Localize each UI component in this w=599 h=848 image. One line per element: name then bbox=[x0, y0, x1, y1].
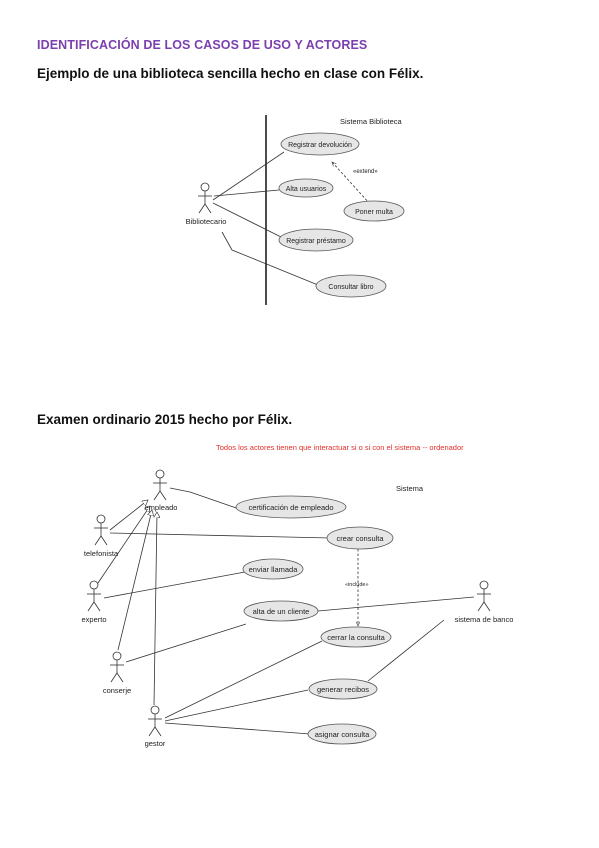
actor-label-telefonista: telefonista bbox=[84, 549, 119, 558]
generalization-arrow bbox=[153, 512, 157, 706]
actor-sistema-banco bbox=[477, 580, 491, 612]
actor-conserje bbox=[110, 651, 124, 683]
use-case-poner-multa: Poner multa bbox=[343, 200, 405, 222]
svg-text:Registrar préstamo: Registrar préstamo bbox=[286, 238, 346, 245]
generalization-arrow bbox=[117, 510, 152, 651]
use-case-consultar-libro: Consultar libro bbox=[315, 274, 387, 298]
example-1-caption: Ejemplo de una biblioteca sencilla hecho… bbox=[37, 66, 424, 81]
actor-label-bibliotecario: Bibliotecario bbox=[186, 217, 227, 226]
assoc-line bbox=[164, 689, 309, 722]
system-label-biblioteca: Sistema Biblioteca bbox=[340, 117, 403, 126]
svg-text:crear consulta: crear consulta bbox=[336, 534, 384, 543]
system-label: Sistema bbox=[396, 484, 424, 493]
use-case-certificacion-empleado: certificación de empleado bbox=[235, 495, 347, 519]
svg-text:alta de un cliente: alta de un cliente bbox=[253, 607, 310, 616]
svg-text:enviar llamada: enviar llamada bbox=[249, 565, 299, 574]
actor-label-empleado: empleado bbox=[145, 503, 178, 512]
actor-telefonista bbox=[94, 514, 108, 546]
use-case-cerrar-consulta: cerrar la consulta bbox=[320, 626, 392, 648]
assoc-line bbox=[212, 202, 282, 238]
actor-label-experto: experto bbox=[81, 615, 106, 624]
actor-empleado bbox=[153, 469, 167, 501]
assoc-line bbox=[169, 487, 243, 511]
actor-label-conserje: conserje bbox=[103, 686, 131, 695]
extend-label: «extend» bbox=[353, 169, 378, 175]
svg-text:Alta usuarios: Alta usuarios bbox=[286, 186, 327, 193]
svg-text:Consultar libro: Consultar libro bbox=[328, 284, 373, 291]
assoc-line bbox=[109, 532, 331, 539]
use-case-enviar-llamada: enviar llamada bbox=[242, 558, 304, 580]
actor-experto bbox=[87, 580, 101, 612]
actor-gestor bbox=[148, 705, 162, 737]
assoc-line bbox=[103, 571, 246, 599]
svg-text:certificación de empleado: certificación de empleado bbox=[248, 503, 333, 512]
use-case-crear-consulta: crear consulta bbox=[326, 526, 394, 550]
svg-text:generar recibos: generar recibos bbox=[317, 685, 369, 694]
actor-label-sistema-banco: sistema de banco bbox=[455, 615, 514, 624]
use-case-registrar-prestamo: Registrar préstamo bbox=[278, 228, 354, 252]
assoc-line bbox=[164, 640, 323, 719]
assoc-line bbox=[221, 231, 319, 286]
use-case-alta-cliente: alta de un cliente bbox=[243, 600, 319, 622]
generalization-arrow bbox=[109, 500, 148, 531]
example-2-caption: Examen ordinario 2015 hecho por Félix. bbox=[37, 412, 293, 427]
assoc-line bbox=[367, 619, 445, 682]
include-label: «include» bbox=[345, 582, 369, 588]
svg-text:asignar consulta: asignar consulta bbox=[315, 730, 370, 739]
assoc-line bbox=[212, 151, 285, 201]
use-case-asignar-consulta: asignar consulta bbox=[307, 723, 377, 745]
exam-note: Todos los actores tienen que interactuar… bbox=[216, 443, 464, 452]
exam-diagram: Sistema «include» certificación de emple… bbox=[81, 469, 514, 748]
assoc-line bbox=[213, 189, 280, 197]
assoc-line bbox=[317, 596, 475, 612]
assoc-line bbox=[125, 623, 247, 663]
actor-label-gestor: gestor bbox=[145, 739, 166, 748]
svg-text:Registrar devolución: Registrar devolución bbox=[288, 142, 352, 149]
use-case-generar-recibos: generar recibos bbox=[308, 678, 378, 700]
use-case-registrar-devolucion: Registrar devolución bbox=[280, 132, 360, 156]
actor-bibliotecario bbox=[198, 182, 212, 214]
library-diagram: Sistema Biblioteca «extend» Registrar de… bbox=[186, 115, 405, 305]
svg-text:Poner multa: Poner multa bbox=[355, 209, 393, 216]
extend-dependency bbox=[332, 162, 371, 205]
page-heading: IDENTIFICACIÓN DE LOS CASOS DE USO Y ACT… bbox=[37, 38, 368, 52]
use-case-alta-usuarios: Alta usuarios bbox=[278, 178, 334, 198]
generalization-arrow bbox=[97, 506, 150, 584]
assoc-line bbox=[164, 722, 311, 735]
svg-text:cerrar la consulta: cerrar la consulta bbox=[327, 633, 385, 642]
